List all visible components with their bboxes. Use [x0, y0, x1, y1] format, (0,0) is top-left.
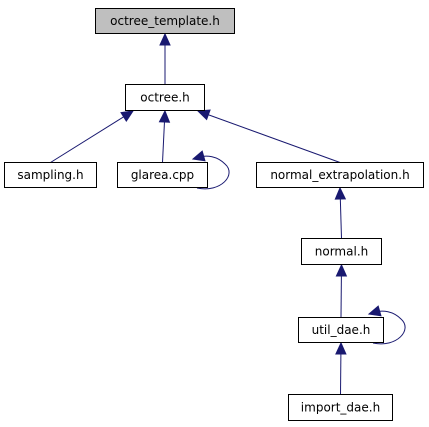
node-box [298, 317, 384, 343]
node-import-dae[interactable]: import_dae.h [288, 394, 393, 421]
edge-sampling-to-octree [50, 110, 135, 163]
node-normal-extrapolation[interactable]: normal_extrapolation.h [256, 162, 424, 188]
arrow-head [159, 32, 171, 46]
node-box [4, 162, 97, 188]
arrow-head [334, 186, 347, 200]
node-label: octree.h [140, 91, 190, 105]
node-box [117, 162, 208, 188]
arrow-head [367, 305, 382, 317]
edge-octree-to-octree-template [159, 32, 171, 85]
edge-import-dae-to-util-dae [335, 341, 347, 395]
node-normal[interactable]: normal.h [301, 238, 382, 265]
node-box [301, 238, 382, 265]
edges-layer [50, 32, 406, 395]
arrow-head [335, 341, 347, 355]
edge-line [196, 155, 230, 190]
edge-line [162, 121, 165, 163]
edge-line [339, 198, 342, 239]
node-label: octree_template.h [110, 14, 220, 28]
node-box [95, 8, 235, 34]
node-box [125, 84, 205, 111]
node-label: util_dae.h [312, 323, 371, 337]
node-label: normal.h [315, 245, 368, 259]
edge-line [208, 114, 341, 163]
node-box [288, 394, 393, 421]
node-label: sampling.h [17, 168, 83, 182]
edge-util-dae-to-normal [335, 263, 348, 318]
edge-glarea-to-octree [158, 109, 171, 163]
edge-line [50, 116, 124, 163]
arrow-head [158, 109, 171, 123]
arrow-head [120, 110, 135, 122]
node-octree-template[interactable]: octree_template.h [95, 8, 235, 34]
arrow-head [191, 150, 206, 162]
node-util-dae[interactable]: util_dae.h [298, 317, 384, 343]
arrow-head [196, 109, 211, 121]
arrow-head [335, 263, 348, 277]
node-glarea[interactable]: glarea.cpp [117, 162, 208, 188]
node-label: glarea.cpp [131, 168, 194, 182]
edge-normal-extrapolation-to-octree [196, 109, 341, 163]
edge-line [372, 310, 406, 345]
nodes-layer: octree_template.h octree.h sampling.h glare… [4, 8, 424, 421]
node-box [256, 162, 424, 188]
edge-util-dae-to-util-dae [367, 305, 406, 345]
node-label: normal_extrapolation.h [270, 168, 409, 182]
node-sampling[interactable]: sampling.h [4, 162, 97, 188]
edge-normal-to-normal-extrapolation [334, 186, 347, 239]
node-label: import_dae.h [301, 401, 380, 415]
node-octree[interactable]: octree.h [125, 84, 205, 111]
edge-glarea-to-glarea [191, 150, 230, 190]
